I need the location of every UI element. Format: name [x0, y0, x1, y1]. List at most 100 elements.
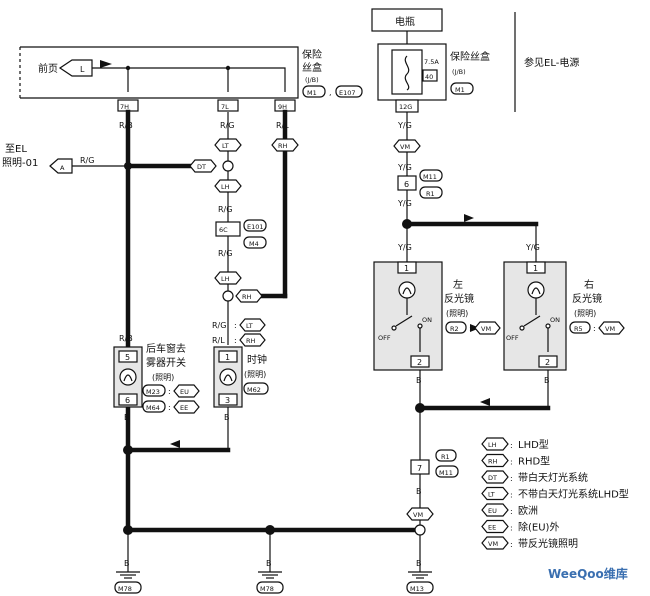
watermark: WeeQoo维库	[548, 566, 628, 581]
wires	[72, 30, 551, 572]
wire-rg-mid2: R/G	[218, 249, 232, 258]
svg-text::: :	[234, 321, 237, 330]
svg-text:LH: LH	[221, 275, 230, 283]
conn-m23: M23	[146, 388, 160, 396]
svg-text:B: B	[416, 559, 422, 568]
svg-text:VM: VM	[605, 325, 615, 333]
fuse-box-left-conn1: M1	[307, 89, 317, 97]
svg-text:B: B	[266, 559, 272, 568]
svg-text:LT: LT	[222, 142, 229, 150]
svg-text:RH: RH	[278, 142, 288, 150]
tag-lh-1: LH	[214, 179, 242, 193]
svg-text:VM: VM	[413, 511, 423, 519]
battery-label: 电瓶	[395, 15, 415, 28]
legend-code: EE	[488, 524, 496, 532]
legend-code: LH	[488, 441, 497, 449]
fuse-box-left-conn2: E107	[339, 89, 356, 97]
svg-text:7.5A: 7.5A	[424, 58, 439, 66]
svg-text::: :	[168, 387, 171, 396]
right-mirror-label-1: 右	[584, 278, 594, 291]
pin-6c: 6C	[219, 226, 228, 234]
clock-label-2: (照明)	[244, 370, 266, 379]
svg-text::: :	[168, 403, 171, 412]
ground-m78-left: B M78	[114, 559, 142, 594]
conn-e101: E101	[247, 223, 264, 231]
legend-text: 带白天灯光系统	[518, 471, 588, 484]
legend-text: 欧洲	[518, 505, 538, 517]
svg-text:2: 2	[417, 358, 422, 367]
svg-text::: :	[510, 507, 513, 516]
wire-yg-1: Y/G	[397, 121, 412, 130]
fuse-box-left-jb: (J/B)	[305, 76, 319, 84]
left-mirror-label-1: 左	[453, 278, 463, 291]
right-mirror-on: ON	[550, 316, 560, 324]
fuse-box-left-label-2: 丝盒	[302, 61, 322, 74]
svg-text:3: 3	[225, 396, 230, 405]
legend-text: RHD型	[518, 455, 550, 468]
left-mirror-label-3: (照明)	[446, 309, 468, 318]
tag-dt: DT	[189, 159, 234, 173]
conn-r1-1: R1	[426, 190, 435, 198]
wire-rg-top: R/G	[220, 121, 234, 130]
conn-r5: R5	[574, 325, 583, 333]
arrow-left-icon	[170, 440, 180, 448]
svg-text::: :	[510, 441, 513, 450]
defogger-label-2: 雾器开关	[146, 356, 186, 369]
to-el-label: 至EL	[5, 143, 27, 155]
svg-text:RH: RH	[246, 337, 256, 345]
legend-item: RH:RHD型	[481, 453, 550, 468]
conn-m64: M64	[146, 404, 160, 412]
conn-m62: M62	[247, 386, 261, 394]
legend-item: VM:带反光镜照明	[481, 536, 578, 550]
svg-text::: :	[510, 524, 513, 533]
legend: LH:LHD型RH:RHD型DT:带白天灯光系统LT:不带白天灯光系统LHD型E…	[481, 437, 629, 550]
svg-text:1: 1	[533, 264, 538, 273]
svg-text:M78: M78	[260, 585, 274, 593]
svg-text:LT: LT	[246, 322, 253, 330]
svg-text:VM: VM	[400, 143, 410, 151]
svg-text:RH: RH	[242, 293, 252, 301]
svg-text:2: 2	[545, 358, 550, 367]
legend-item: EE:除(EU)外	[481, 519, 559, 534]
defogger-label-3: (照明)	[152, 373, 174, 382]
next-page-tag-letter: L	[80, 65, 85, 74]
svg-text:DT: DT	[197, 163, 206, 171]
clock-illumination: 1 3	[213, 346, 243, 408]
svg-text::: :	[234, 336, 237, 345]
tag-vm-top: VM	[393, 139, 421, 153]
left-mirror-off: OFF	[378, 334, 391, 342]
legend-code: LT	[488, 491, 495, 499]
tag-lt-side: LT	[239, 318, 266, 332]
legend-item: LH:LHD型	[481, 437, 549, 451]
right-mirror-label-2: 反光镜	[572, 292, 602, 305]
svg-text::: :	[469, 324, 472, 333]
fuse-box-right-label: 保险丝盒	[450, 50, 490, 63]
tag-vm-lower: VM	[406, 507, 434, 521]
legend-text: 带反光镜照明	[518, 537, 578, 550]
pin-7h: 7H	[120, 103, 129, 111]
fuse-box-left-label-1: 保险	[302, 48, 322, 61]
pin-6-right: 6	[404, 180, 409, 189]
conn-r2: R2	[450, 325, 459, 333]
tag-lt-top: LT	[214, 138, 242, 152]
defogger-label-1: 后车窗去	[146, 342, 186, 355]
conn-r1-2: R1	[441, 453, 450, 461]
left-mirror-on: ON	[422, 316, 432, 324]
svg-text:6: 6	[125, 396, 130, 405]
wire-yg-4: Y/G	[397, 243, 412, 252]
side-label-rl: R/L	[212, 336, 225, 345]
pin-9h: 9H	[278, 103, 287, 111]
tag-rh-top: RH	[271, 138, 299, 152]
wire-b-clock: B	[224, 413, 230, 422]
svg-text:1: 1	[225, 353, 230, 362]
svg-text:1: 1	[404, 264, 409, 273]
svg-text::: :	[593, 324, 596, 333]
arrow-left-icon	[480, 398, 490, 406]
svg-text::: :	[510, 474, 513, 483]
right-mirror-illumination: 1 2	[503, 261, 567, 371]
left-mirror-illumination: 1 2	[373, 261, 443, 371]
pin-7l: 7L	[221, 103, 229, 111]
wire-rl-top: R/L	[276, 121, 289, 130]
legend-item: EU:欧洲	[481, 503, 538, 517]
right-fuse-box: 7.5A 40	[377, 43, 447, 101]
